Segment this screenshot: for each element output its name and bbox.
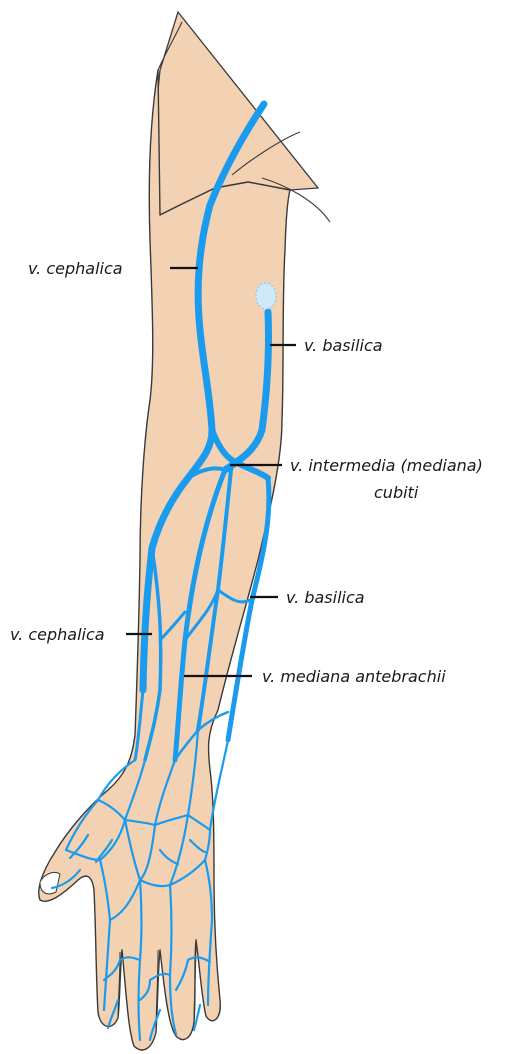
arm-outline [39, 70, 290, 1050]
basilic-origin-patch [256, 283, 276, 309]
label-basilica-lower: v. basilica [286, 588, 365, 607]
label-intermedia-line2: cubiti [374, 483, 419, 502]
label-intermedia-line1: v. intermedia (mediana) [290, 456, 483, 475]
label-cephalica-upper: v. cephalica [28, 259, 123, 278]
label-mediana-antebrachii: v. mediana antebrachii [262, 667, 446, 686]
label-cephalica-lower: v. cephalica [10, 625, 105, 644]
label-basilica-upper: v. basilica [304, 336, 383, 355]
